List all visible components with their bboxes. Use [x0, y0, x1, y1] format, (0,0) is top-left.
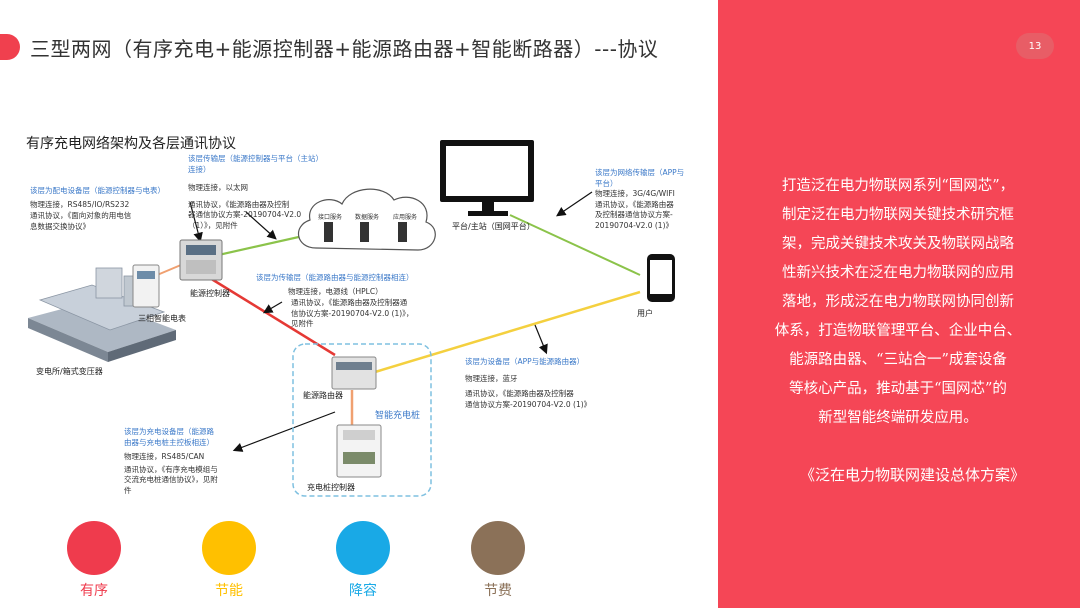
note-header: 连接） — [188, 164, 211, 174]
diagram-title: 有序充电网络架构及各层通讯协议 — [26, 136, 236, 152]
charging-controller-label: 充电桩控制器 — [307, 483, 355, 492]
benefit-label: 节费 — [484, 583, 512, 599]
note-header: 该层为配电设备层（能源控制器与电表） — [30, 186, 165, 195]
note-line: 通信协议方案-20190704-V2.0 (1)》 — [465, 399, 592, 409]
charging-controller-icon — [336, 424, 382, 478]
smart-meter-icon — [132, 264, 160, 308]
note-line: 信协议方案-20190704-V2.0 (1)》， — [291, 308, 414, 318]
note-line: 通讯协议，《有序充电模组与 — [124, 464, 218, 474]
note-line: 见附件 — [291, 319, 314, 328]
pointer-arrow — [245, 211, 277, 240]
pointer-arrow — [262, 301, 283, 314]
note-line: 物理连接，3G/4G/WIFI — [595, 189, 675, 198]
side-panel-line: 新型智能终端研发应用。 — [818, 410, 978, 426]
benefit-circle — [471, 521, 525, 575]
title-marker — [0, 34, 20, 60]
platform-user-link — [509, 214, 641, 276]
side-panel-text: 打造泛在电力物联网系列“国网芯”， 制定泛在电力物联网关键技术研究框 架，完成关… — [758, 172, 1038, 433]
benefit-circle — [336, 521, 390, 575]
page-number: 13 — [1016, 33, 1054, 59]
note-line: 通讯协议，《能源路由器及控制器 — [465, 389, 574, 398]
note-device-layer: 该层为设备层（APP与能源路由器） 物理连接，蓝牙 通讯协议，《能源路由器及控制… — [465, 357, 635, 410]
note-line: 器通信协议方案-20190704-V2.0 — [188, 210, 302, 219]
side-panel-line: 体系，打造物联管理平台、企业中台、 — [774, 323, 1022, 339]
note-line: 物理连接，以太网 — [188, 183, 248, 192]
benefit-label: 节能 — [215, 583, 243, 599]
note-line: 交流充电桩通信协议》，见附 — [124, 475, 218, 484]
note-header: 该层为充电设备层（能源路 — [124, 427, 214, 436]
note-line: 件 — [124, 485, 132, 495]
phone-icon — [647, 254, 675, 302]
energy-controller-icon — [179, 239, 223, 281]
note-line: 物理连接，蓝牙 — [465, 373, 518, 383]
side-panel-line: 打造泛在电力物联网系列“国网芯”， — [781, 178, 1015, 194]
platform-label: 平台/主站（国网平台） — [452, 222, 535, 231]
pointer-arrow — [556, 191, 593, 217]
side-panel — [718, 0, 1080, 608]
note-header: 该层为网络传输层（APP与 — [595, 168, 685, 177]
cloud-server-label: 接口服务 — [318, 214, 343, 221]
cloud-icon — [298, 188, 436, 251]
side-panel-line: 架，完成关键技术攻关及物联网战略 — [782, 236, 1014, 252]
note-line: 通讯协议，《能源路由器 — [595, 199, 674, 209]
note-line: 物理连接，电源线（HPLC） — [288, 286, 383, 296]
pointer-arrow — [232, 411, 336, 452]
energy-router-label: 能源路由器 — [303, 391, 343, 400]
side-panel-line: 制定泛在电力物联网关键技术研究框 — [782, 207, 1014, 223]
side-panel-reference: 《泛在电力物联网建设总体方案》 — [800, 466, 1026, 484]
energy-router-icon — [331, 356, 377, 390]
note-line: 通讯协议，《能源路由器及控制 — [188, 199, 290, 209]
note-line: 及控制器通信协议方案- — [595, 210, 673, 219]
pointer-arrow — [534, 324, 548, 355]
side-panel-line: 等核心产品，推动基于“国网芯”的 — [789, 381, 1007, 397]
smart-meter-label: 三相智能电表 — [138, 314, 186, 323]
charging-pile-label: 智能充电桩 — [375, 411, 421, 421]
note-main-transport: 该层传输层（能源控制器与平台（主站） 连接） 物理连接，以太网 通讯协议，《能源… — [188, 154, 338, 231]
substation-label: 变电所/箱式变压器 — [36, 367, 103, 376]
note-header: 由器与充电桩主控板相连） — [124, 437, 214, 447]
note-header: 该层传输层（能源控制器与平台（主站） — [188, 154, 323, 163]
note-line: 物理连接，RS485/CAN — [124, 452, 205, 461]
note-router-transport: 该层为传输层（能源路由器与能源控制器相连） 物理连接，电源线（HPLC） 通讯协… — [256, 273, 436, 330]
note-line: 通讯协议，《能源路由器及控制器通 — [291, 298, 408, 307]
monitor-icon — [440, 140, 534, 216]
user-label: 用户 — [637, 309, 653, 318]
benefit-circle — [202, 521, 256, 575]
note-line: 物理连接，RS485/IO/RS232 — [30, 199, 130, 209]
note-line: （1）》，见附件 — [188, 220, 238, 230]
note-header: 平台） — [595, 178, 618, 188]
note-network-transport: 该层为网络传输层（APP与 平台） 物理连接，3G/4G/WIFI 通讯协议，《… — [595, 168, 705, 231]
charging-pile-box — [292, 343, 432, 497]
benefit-label: 降容 — [349, 583, 377, 599]
note-header: 该层为传输层（能源路由器与能源控制器相连） — [256, 273, 414, 282]
note-line: 息数据交换协议》 — [30, 221, 90, 231]
energy-controller-label: 能源控制器 — [190, 289, 230, 298]
note-distribution: 该层为配电设备层（能源控制器与电表） 物理连接，RS485/IO/RS232 通… — [30, 186, 190, 232]
page-title: 三型两网（有序充电+能源控制器+能源路由器+智能断路器）---协议 — [30, 37, 659, 61]
bluetooth-link — [374, 290, 641, 374]
side-panel-line: 能源路由器、“三站合一”成套设备 — [789, 352, 1007, 368]
note-line: 20190704-V2.0 (1)》 — [595, 220, 674, 230]
note-line: 通讯协议，《面向对象的用电信 — [30, 211, 132, 220]
hplc-link — [204, 273, 336, 357]
pointer-arrow — [189, 201, 203, 243]
benefit-circle — [67, 521, 121, 575]
network-diagram — [28, 140, 675, 497]
note-header: 该层为设备层（APP与能源路由器） — [465, 357, 585, 366]
benefit-label: 有序 — [80, 583, 108, 599]
side-panel-line: 落地，形成泛在电力物联网协同创新 — [782, 294, 1014, 310]
cloud-server-label: 应用服务 — [393, 214, 418, 221]
side-panel-line: 性新兴技术在泛在电力物联网的应用 — [782, 265, 1014, 281]
cloud-server-label: 数据服务 — [355, 214, 380, 221]
note-charging-layer: 该层为充电设备层（能源路 由器与充电桩主控板相连） 物理连接，RS485/CAN… — [124, 427, 254, 496]
